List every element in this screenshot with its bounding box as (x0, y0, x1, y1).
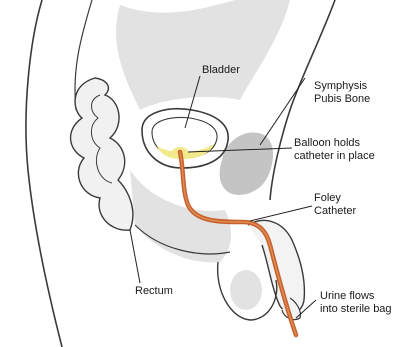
balloon-label-line2: catheter in place (294, 150, 375, 162)
foley-leader-line (250, 206, 312, 221)
rectum-outline (71, 78, 133, 230)
symphysis-label-line2: Pubis Bone (314, 93, 370, 105)
body-outline (26, 0, 62, 347)
testis (230, 270, 262, 310)
balloon-label-line1: Balloon holds (294, 137, 360, 149)
foley-label-line1: Foley (314, 192, 341, 204)
rectum-leader-line (130, 230, 140, 283)
bladder-label: Bladder (202, 64, 240, 76)
pelvic-tissue (116, 0, 290, 110)
urine-label-line1: Urine flows (320, 290, 397, 302)
urine-label-line2: into sterile bag (320, 303, 397, 315)
foley-label-line2: Catheter (314, 205, 356, 217)
symphysis-label-line1: Symphysis (314, 80, 367, 92)
pelvic-tissue-lower (130, 170, 231, 262)
rectum-label: Rectum (135, 285, 173, 297)
